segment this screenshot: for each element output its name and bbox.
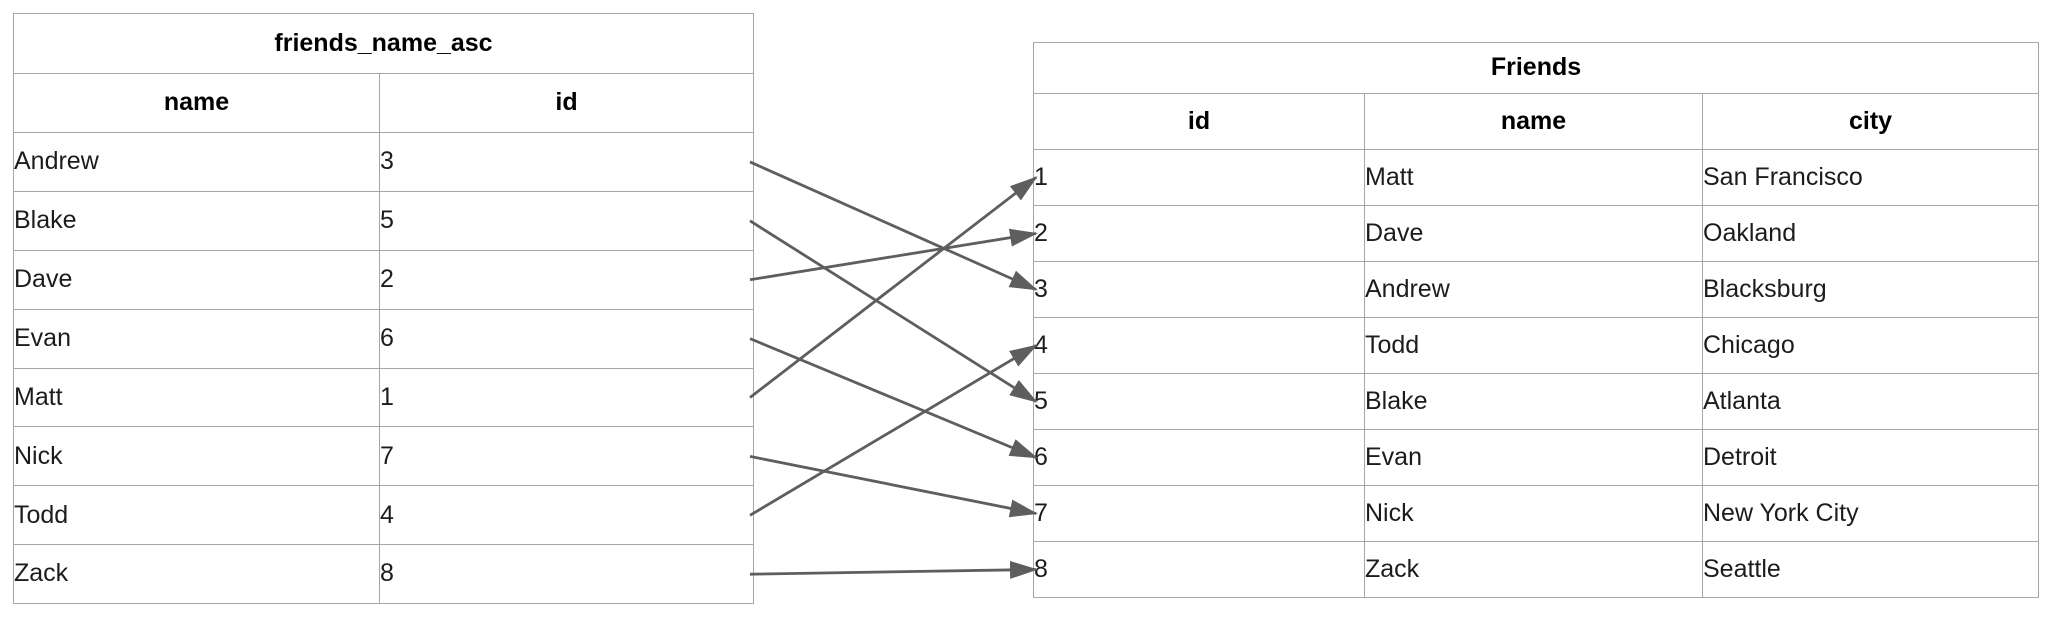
- friends-cell-id: 5: [1033, 373, 1365, 430]
- mapping-arrow-andrew-to-id-3: [749, 160, 1038, 291]
- index-cell-name: Matt: [13, 367, 380, 428]
- mapping-arrow-nick-to-id-7: [749, 455, 1038, 518]
- index-table-title: friends_name_asc: [13, 13, 754, 74]
- index-cell-id: 3: [379, 132, 754, 192]
- friends-cell-name: Andrew: [1364, 261, 1703, 318]
- friends-cell-name: Blake: [1364, 373, 1703, 430]
- index-cell-name: Andrew: [13, 132, 380, 192]
- index-cell-id: 6: [379, 308, 754, 369]
- index-cell-id: 5: [379, 190, 754, 251]
- friends-column-header-name: name: [1364, 93, 1703, 150]
- mapping-arrow-evan-to-id-6: [749, 337, 1038, 459]
- index-cell-name: Zack: [13, 544, 380, 605]
- friends-cell-id: 1: [1033, 149, 1365, 206]
- friends-cell-id: 7: [1033, 485, 1365, 542]
- mapping-arrow-zack-to-id-8: [749, 560, 1038, 579]
- index-cell-name: Dave: [13, 249, 380, 310]
- index-cell-name: Evan: [13, 308, 380, 369]
- index-cell-id: 7: [379, 426, 754, 487]
- index-cell-id: 4: [379, 485, 754, 546]
- index-cell-id: 2: [379, 249, 754, 310]
- friends-cell-city: Chicago: [1701, 317, 2040, 374]
- friends-cell-city: Seattle: [1701, 541, 2040, 598]
- friends-cell-name: Todd: [1364, 317, 1703, 374]
- friends-cell-name: Zack: [1364, 541, 1703, 598]
- friends-cell-city: Atlanta: [1701, 373, 2040, 430]
- index-cell-id: 8: [379, 544, 754, 605]
- friends-cell-id: 4: [1033, 317, 1365, 374]
- friends-cell-city: San Francisco: [1701, 149, 2040, 206]
- friends-cell-name: Nick: [1364, 485, 1703, 542]
- friends-cell-city: Detroit: [1701, 429, 2040, 486]
- friends-cell-id: 3: [1033, 261, 1365, 318]
- index-cell-name: Todd: [13, 485, 380, 546]
- index-table-title-row: friends_name_asc: [13, 13, 754, 74]
- index-cell-id: 1: [379, 367, 754, 428]
- mapping-arrow-blake-to-id-5: [749, 219, 1038, 403]
- friends-cell-id: 6: [1033, 429, 1365, 486]
- friends-cell-city: Blacksburg: [1701, 261, 2040, 318]
- friends-table-title: Friends: [1032, 42, 2040, 94]
- friends-cell-name: Matt: [1364, 149, 1703, 206]
- friends-cell-city: New York City: [1701, 485, 2040, 542]
- mapping-arrow-dave-to-id-2: [749, 228, 1038, 282]
- index-cell-name: Nick: [13, 426, 380, 487]
- index-cell-name: Blake: [13, 190, 380, 251]
- friends-cell-id: 8: [1033, 541, 1365, 598]
- index-column-header-name: name: [13, 73, 380, 133]
- friends-cell-city: Oakland: [1701, 205, 2040, 262]
- friends-cell-name: Evan: [1364, 429, 1703, 486]
- friends-cell-id: 2: [1033, 205, 1365, 262]
- index-column-header-id: id: [379, 73, 754, 133]
- mapping-arrow-todd-to-id-4: [749, 344, 1038, 517]
- mapping-arrow-matt-to-id-1: [749, 176, 1038, 399]
- friends-cell-name: Dave: [1364, 205, 1703, 262]
- friends-table-title-row: Friends: [1032, 42, 2040, 94]
- friends-column-header-id: id: [1033, 93, 1365, 150]
- friends-column-header-city: city: [1701, 93, 2040, 150]
